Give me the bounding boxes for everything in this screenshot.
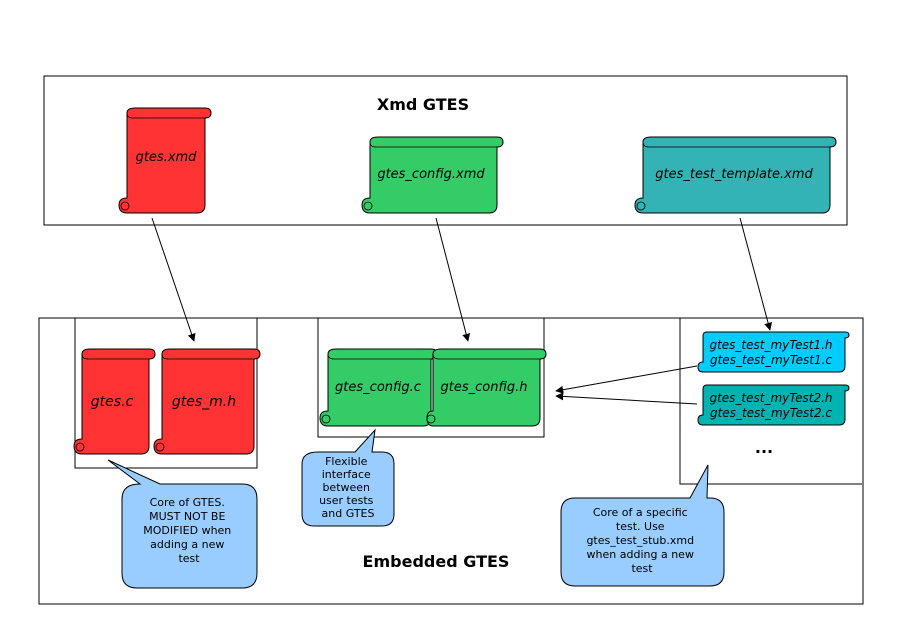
- flexible-callout-text: Flexible interface between user tests an…: [319, 455, 377, 520]
- gtes-config-h-label: gtes_config.h: [441, 380, 528, 395]
- test1-scroll-icon: [697, 331, 850, 373]
- gtes-m-h-scroll-icon: [153, 348, 261, 455]
- core-files-box: [74, 317, 258, 469]
- user-tests-box: [679, 318, 862, 485]
- test1-h-label: gtes_test_myTest1.h: [709, 338, 832, 352]
- core-callout-bubble: [107, 459, 258, 589]
- gtes-m-h-label: gtes_m.h: [172, 394, 236, 410]
- gtes-config-h-scroll-icon: [426, 348, 547, 427]
- arrow-gtes-xmd-to-c: [151, 217, 196, 342]
- xmd-gtes-title: Xmd GTES: [377, 95, 469, 114]
- test2-c-label: gtes_test_myTest2.c: [710, 406, 832, 420]
- gtes-config-c-label: gtes_config.c: [335, 380, 421, 395]
- arrow-template-xmd-to-tests: [739, 217, 773, 331]
- more-tests-ellipsis: ...: [755, 438, 773, 457]
- arrow-test2-to-config: [555, 392, 698, 405]
- flexible-callout-bubble: [301, 428, 395, 527]
- gtes-xmd-label: gtes.xmd: [136, 150, 198, 165]
- gtes-test-template-xmd-scroll-icon: [634, 136, 837, 214]
- gtes-xmd-scroll-icon: [118, 107, 212, 214]
- arrow-config-xmd-to-c: [435, 217, 471, 342]
- test2-scroll-icon: [697, 384, 850, 426]
- embedded-gtes-title: Embedded GTES: [363, 552, 510, 571]
- config-files-box: [317, 317, 545, 438]
- arrow-test1-to-config: [555, 365, 698, 394]
- gtes-config-xmd-scroll-icon: [361, 136, 504, 214]
- gtes-c-label: gtes.c: [91, 394, 134, 410]
- gtes-c-scroll-icon: [73, 348, 156, 455]
- test1-c-label: gtes_test_myTest1.c: [710, 353, 832, 367]
- test2-h-label: gtes_test_myTest2.h: [709, 391, 832, 405]
- gtes-config-xmd-label: gtes_config.xmd: [377, 167, 485, 182]
- specific-test-callout-text: Core of a specific test. Use gtes_test_s…: [586, 506, 697, 575]
- specific-test-callout-bubble: [560, 464, 725, 587]
- core-callout-text: Core of GTES. MUST NOT BE MODIFIED when …: [143, 496, 235, 565]
- gtes-test-template-xmd-label: gtes_test_template.xmd: [655, 167, 813, 182]
